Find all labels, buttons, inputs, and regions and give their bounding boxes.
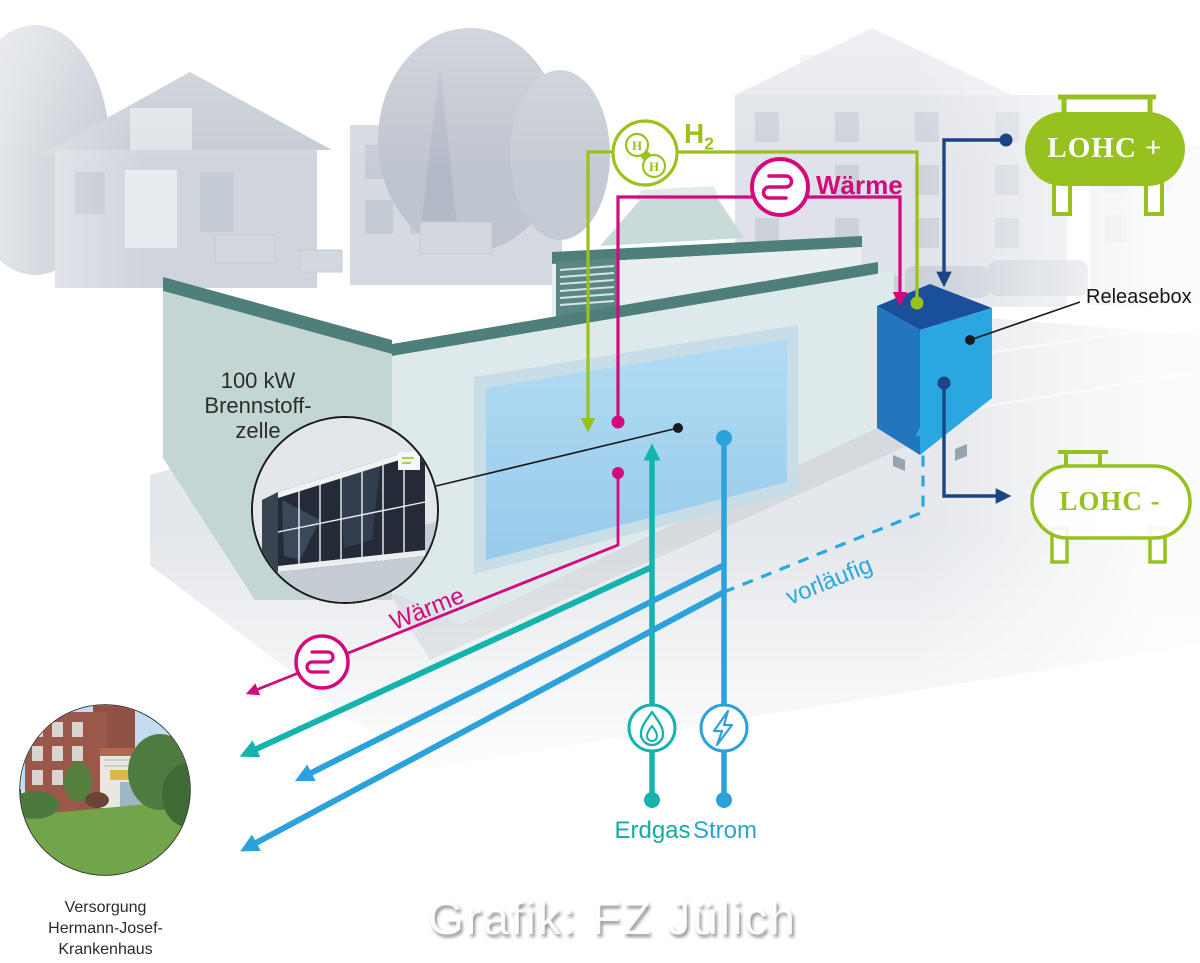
- releasebox-right: [920, 308, 992, 455]
- lightning-icon: [699, 703, 749, 753]
- h2-molecule-icon: H H: [611, 119, 679, 187]
- hospital-caption: Versorgung Hermann-Josef- Krankenhaus: [48, 899, 163, 958]
- svg-text:H: H: [632, 138, 642, 153]
- vorlaufig-label: vorläufig: [782, 551, 876, 610]
- vent-hood: [600, 196, 744, 246]
- lohc-minus-label: LOHC -: [1059, 486, 1161, 516]
- credit-watermark: Grafik: FZ Jülich: [428, 892, 797, 944]
- lohc-plus-line: [936, 138, 1006, 288]
- svg-text:H: H: [649, 159, 659, 174]
- flame-icon: [627, 703, 677, 753]
- fuel-cell-label: 100 kW Brennstoff- zelle: [204, 368, 312, 443]
- heat-coil-icon: [750, 157, 810, 217]
- warme-top-label: Wärme: [816, 170, 903, 200]
- h2-label: H2: [684, 118, 714, 154]
- heat-coil-icon-bottom: [294, 634, 350, 690]
- strom-label: Strom: [692, 817, 757, 844]
- releasebox-label: Releasebox: [1086, 286, 1192, 308]
- lohc-plus-label: LOHC +: [1047, 132, 1163, 164]
- hospital-photo: [19, 704, 191, 876]
